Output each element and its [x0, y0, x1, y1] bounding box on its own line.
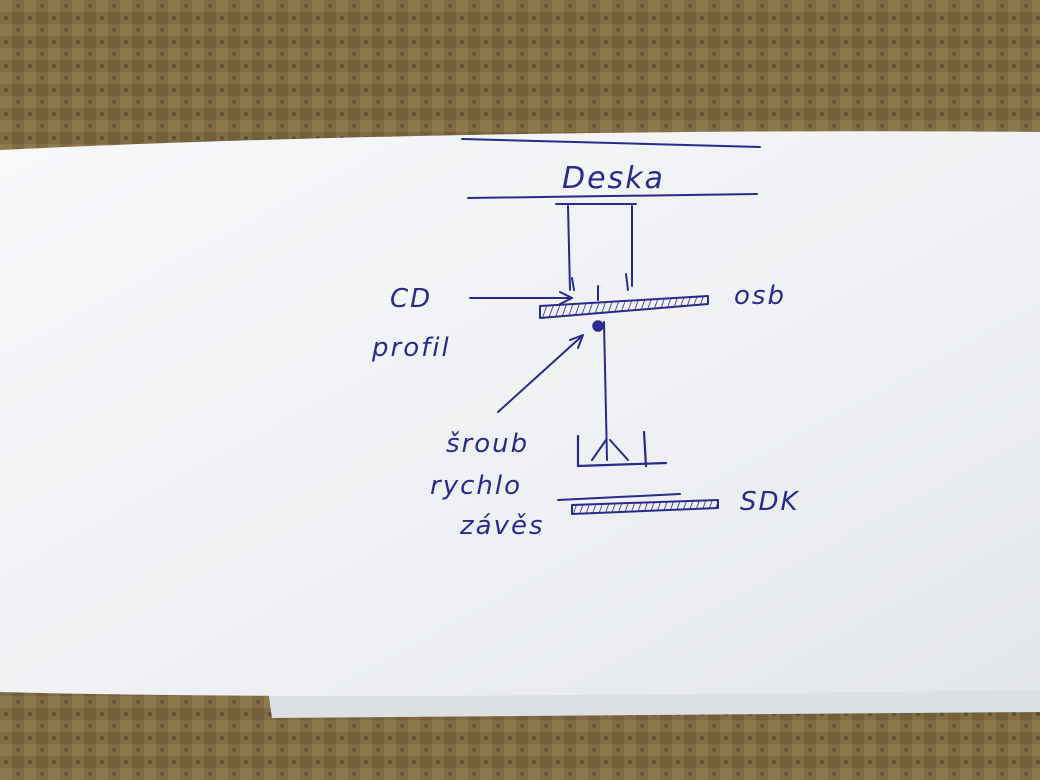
slab-top-line — [461, 138, 761, 148]
sdk-board — [571, 499, 719, 515]
label-zaves: závěs — [459, 511, 545, 541]
label-rychlo: rychlo — [430, 471, 522, 501]
label-sroub: šroub — [446, 429, 529, 459]
label-sdk: SDK — [740, 487, 800, 517]
osb-board — [539, 295, 709, 319]
quick-hanger-bracket — [576, 434, 668, 468]
hanger-rod — [603, 321, 608, 461]
slab-bottom-line — [467, 193, 758, 199]
label-cd: CD — [390, 284, 432, 314]
label-profil: profil — [371, 333, 451, 363]
label-deska: Deska — [562, 161, 665, 196]
paper-sheet — [0, 131, 1040, 696]
diagram-drawing — [461, 138, 761, 515]
label-osb: osb — [734, 281, 786, 311]
screw-head — [592, 320, 604, 332]
sroub-arrow — [497, 335, 583, 413]
